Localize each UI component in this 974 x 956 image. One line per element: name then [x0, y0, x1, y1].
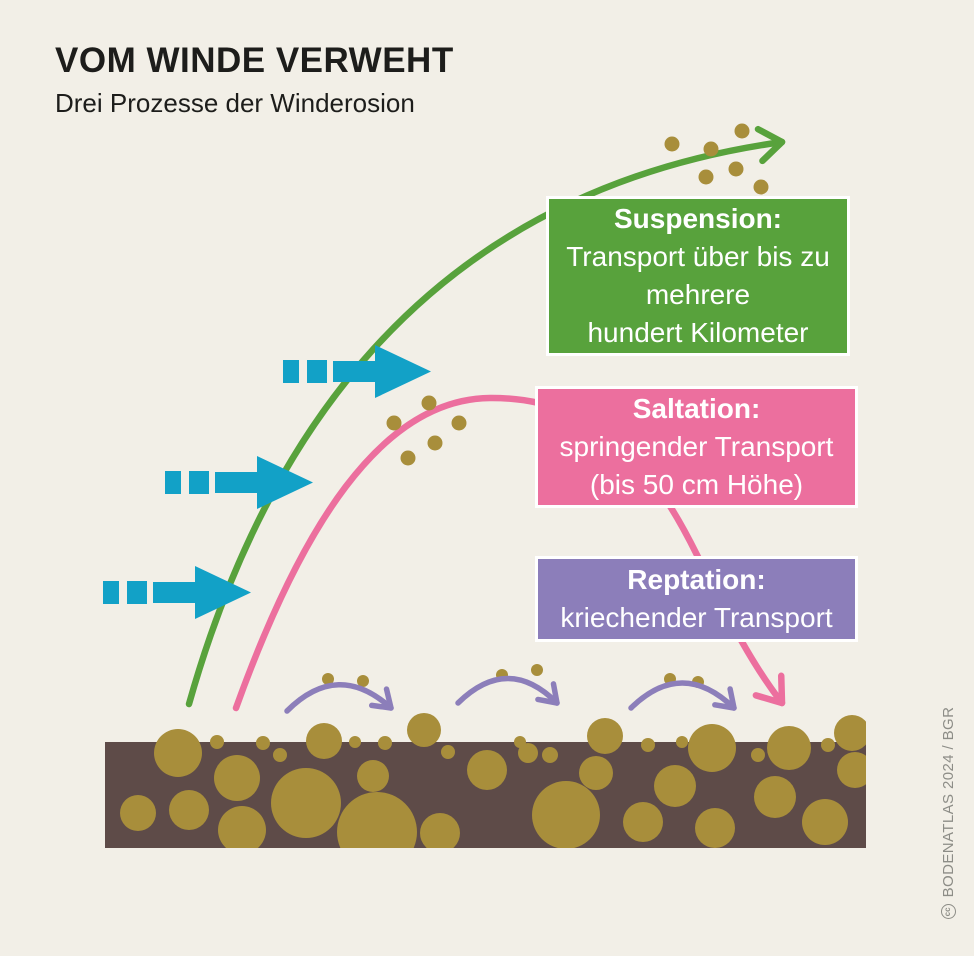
soil-grain — [337, 792, 417, 848]
suspension-label-box: Suspension: Transport über bis zu mehrer… — [546, 196, 850, 356]
wind-arrow-icon — [103, 566, 251, 619]
soil-grain — [271, 768, 341, 838]
soil-grain — [834, 715, 866, 751]
page-subtitle: Drei Prozesse der Winderosion — [55, 87, 415, 118]
saltation-particle — [400, 450, 416, 466]
soil-grain — [467, 750, 507, 790]
soil-grain — [821, 738, 835, 752]
suspension-particle — [698, 169, 714, 185]
page-title: VOM WINDE VERWEHT — [55, 41, 454, 80]
soil-grain — [587, 718, 623, 754]
saltation-heading: Saltation: — [632, 393, 761, 424]
saltation-particle — [386, 415, 402, 431]
suspension-line: mehrere — [645, 279, 751, 310]
wind-arrow-icon — [165, 456, 313, 509]
suspension-particle — [728, 161, 744, 177]
reptation-particle — [357, 675, 369, 687]
suspension-line: hundert Kilometer — [587, 317, 809, 348]
saltation-particle — [451, 415, 467, 431]
reptation-arc — [284, 682, 394, 714]
suspension-particle — [664, 136, 680, 152]
soil-grain — [169, 790, 209, 830]
soil-grain — [378, 736, 392, 750]
soil-grain — [695, 808, 735, 848]
soil-grain — [542, 747, 558, 763]
credit-text: BODENATLAS 2024 / BGR — [939, 706, 957, 898]
soil-grain — [676, 736, 688, 748]
reptation-heading: Reptation: — [627, 564, 766, 595]
reptation-arc — [455, 675, 560, 706]
suspension-curve — [185, 125, 786, 708]
soil-grain — [273, 748, 287, 762]
soil-grain — [623, 802, 663, 842]
soil-grain — [654, 765, 696, 807]
reptation-label-box: Reptation: kriechender Transport — [535, 556, 858, 642]
soil-grain — [349, 736, 361, 748]
soil-grain — [579, 756, 613, 790]
soil-grain — [420, 813, 460, 848]
suspension-heading: Suspension: — [613, 203, 782, 234]
suspension-particle — [734, 123, 750, 139]
saltation-label-box: Saltation: springender Transport (bis 50… — [535, 386, 858, 508]
header: VOM WINDE VERWEHT Drei Prozesse der Wind… — [55, 41, 454, 118]
soil-grain — [754, 776, 796, 818]
soil-layer — [105, 713, 866, 848]
wind-arrow-icon — [283, 345, 431, 398]
reptation-arc — [628, 680, 737, 711]
soil-grain — [218, 806, 266, 848]
airborne-particles — [322, 123, 769, 688]
suspension-particle — [703, 141, 719, 157]
reptation-particle — [322, 673, 334, 685]
soil-grain — [214, 755, 260, 801]
reptation-particle — [531, 664, 543, 676]
soil-grain — [837, 752, 866, 788]
soil-grain — [256, 736, 270, 750]
soil-grain — [441, 745, 455, 759]
soil-grain — [407, 713, 441, 747]
soil-grain — [306, 723, 342, 759]
soil-grain — [154, 729, 202, 777]
credit: cc BODENATLAS 2024 / BGR — [938, 688, 958, 938]
soil-grain — [532, 781, 600, 848]
soil-grain — [357, 760, 389, 792]
reptation-line: kriechender Transport — [560, 602, 833, 633]
soil-grain — [751, 748, 765, 762]
soil-grain — [210, 735, 224, 749]
saltation-line: springender Transport — [559, 431, 834, 462]
saltation-particle — [421, 395, 437, 411]
cc-license-icon: cc — [940, 904, 956, 920]
soil-grain — [518, 743, 538, 763]
soil-grain — [641, 738, 655, 752]
saltation-particle — [427, 435, 443, 451]
soil-grain — [120, 795, 156, 831]
saltation-line: (bis 50 cm Höhe) — [589, 469, 804, 500]
suspension-particle — [753, 179, 769, 195]
soil-grain — [802, 799, 848, 845]
suspension-line: Transport über bis zu — [566, 241, 830, 272]
soil-grain — [767, 726, 811, 770]
soil-grain — [688, 724, 736, 772]
